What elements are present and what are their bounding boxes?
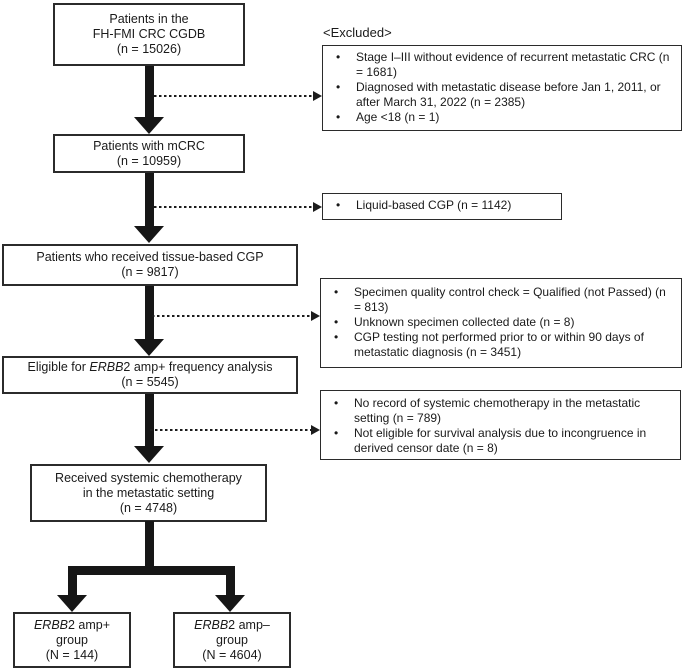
branch-right-leg [226,575,235,596]
dotted-arrow-2 [154,202,322,212]
box-line: Received systemic chemotherapy [55,470,242,485]
dotted-line [152,314,311,318]
bullet-marker: • [336,50,341,64]
branch-left-arrowhead [57,595,87,612]
bullet-text: No record of systemic chemotherapy in th… [354,396,641,425]
branch-left-leg [68,575,77,596]
bullet-marker: • [334,330,339,344]
bullet-item: • Diagnosed with metastatic disease befo… [323,80,675,110]
excluded-label: <Excluded> [323,25,392,40]
excluded-box-liquid-cgp: • Liquid-based CGP (n = 1142) [322,193,562,220]
flow-box-tissue-cgp: Patients who received tissue-based CGP (… [2,244,298,286]
bullet-text: Diagnosed with metastatic disease before… [356,80,661,109]
box-line: (n = 15026) [116,42,182,56]
down-arrow-2 [134,173,164,243]
box-line: Patients with mCRC [93,138,205,153]
dotted-arrow-3 [152,311,320,321]
flow-box-mcrc: Patients with mCRC (n = 10959) [53,134,245,173]
box-line: in the metastatic setting [82,485,215,500]
dotted-arrow-1 [154,91,322,101]
box-line: (n = 5545) [121,375,179,389]
arrowhead-right-icon [311,311,320,321]
box-line: (N = 144) [45,647,99,662]
bullet-marker: • [334,315,339,329]
excluded-box-stage: • Stage I–III without evidence of recurr… [322,45,682,131]
box-line: ERBB2 amp– [194,617,270,632]
arrowhead-right-icon [313,202,322,212]
down-arrow-1 [134,66,164,134]
box-line: Eligible for ERBB2 amp+ frequency analys… [27,360,273,374]
arrowhead-right-icon [311,425,320,435]
branch-stem [145,521,154,575]
dotted-arrow-4 [150,425,320,435]
bullet-text: Age <18 (n = 1) [356,110,440,124]
bullet-text: Specimen quality control check = Qualifi… [354,285,666,314]
box-line: group [56,632,88,647]
bullet-marker: • [336,80,341,94]
bullet-item: • Specimen quality control check = Quali… [321,285,675,315]
bullet-marker: • [334,285,339,299]
bullet-item: • CGP testing not performed prior to or … [321,330,675,360]
bullet-item: • Not eligible for survival analysis due… [321,426,674,456]
dotted-line [154,205,313,209]
dotted-line [154,94,313,98]
bullet-item: • Stage I–III without evidence of recurr… [323,50,675,80]
gene-symbol: ERBB [194,617,229,632]
box-line: group [216,632,248,647]
flow-box-chemo: Received systemic chemotherapy in the me… [30,464,267,522]
down-arrow-3 [134,286,164,356]
branch-crossbar [68,566,235,575]
down-arrow-4 [134,394,164,463]
box-line: ERBB2 amp+ [33,617,111,632]
box-line: (n = 9817) [121,265,179,279]
bullet-marker: • [334,396,339,410]
arrowhead-right-icon [313,91,322,101]
bullet-marker: • [334,426,339,440]
box-line: Patients in the [109,12,189,26]
flow-box-amp-neg: ERBB2 amp– group (N = 4604) [173,612,291,668]
box-line: (N = 4604) [202,647,262,662]
gene-symbol: ERBB [33,617,68,632]
bullet-item: • Age <18 (n = 1) [323,110,675,125]
box-line: Patients who received tissue-based CGP [36,250,264,264]
bullet-text: Stage I–III without evidence of recurren… [356,50,670,79]
bullet-text: Unknown specimen collected date (n = 8) [354,315,575,329]
box-line: (n = 10959) [116,153,182,168]
bullet-item: • No record of systemic chemotherapy in … [321,396,674,426]
gene-symbol: ERBB [89,360,124,374]
bullet-marker: • [336,110,341,124]
bullet-item: • Unknown specimen collected date (n = 8… [321,315,675,330]
flow-box-cohort: Patients in the FH-FMI CRC CGDB (n = 150… [53,3,245,66]
box-line: (n = 4748) [119,500,178,515]
dotted-line [150,428,311,432]
bullet-item: • Liquid-based CGP (n = 1142) [323,198,555,213]
flow-box-amp-pos: ERBB2 amp+ group (N = 144) [13,612,131,668]
bullet-text: Not eligible for survival analysis due t… [354,426,647,455]
bullet-marker: • [336,198,341,212]
box-line: FH-FMI CRC CGDB [92,27,206,41]
bullet-text: CGP testing not performed prior to or wi… [354,330,644,359]
excluded-box-specimen: • Specimen quality control check = Quali… [320,278,682,368]
branch-right-arrowhead [215,595,245,612]
flow-box-eligible: Eligible for ERBB2 amp+ frequency analys… [2,356,298,394]
excluded-box-no-chemo: • No record of systemic chemotherapy in … [320,390,681,460]
bullet-text: Liquid-based CGP (n = 1142) [356,198,512,212]
